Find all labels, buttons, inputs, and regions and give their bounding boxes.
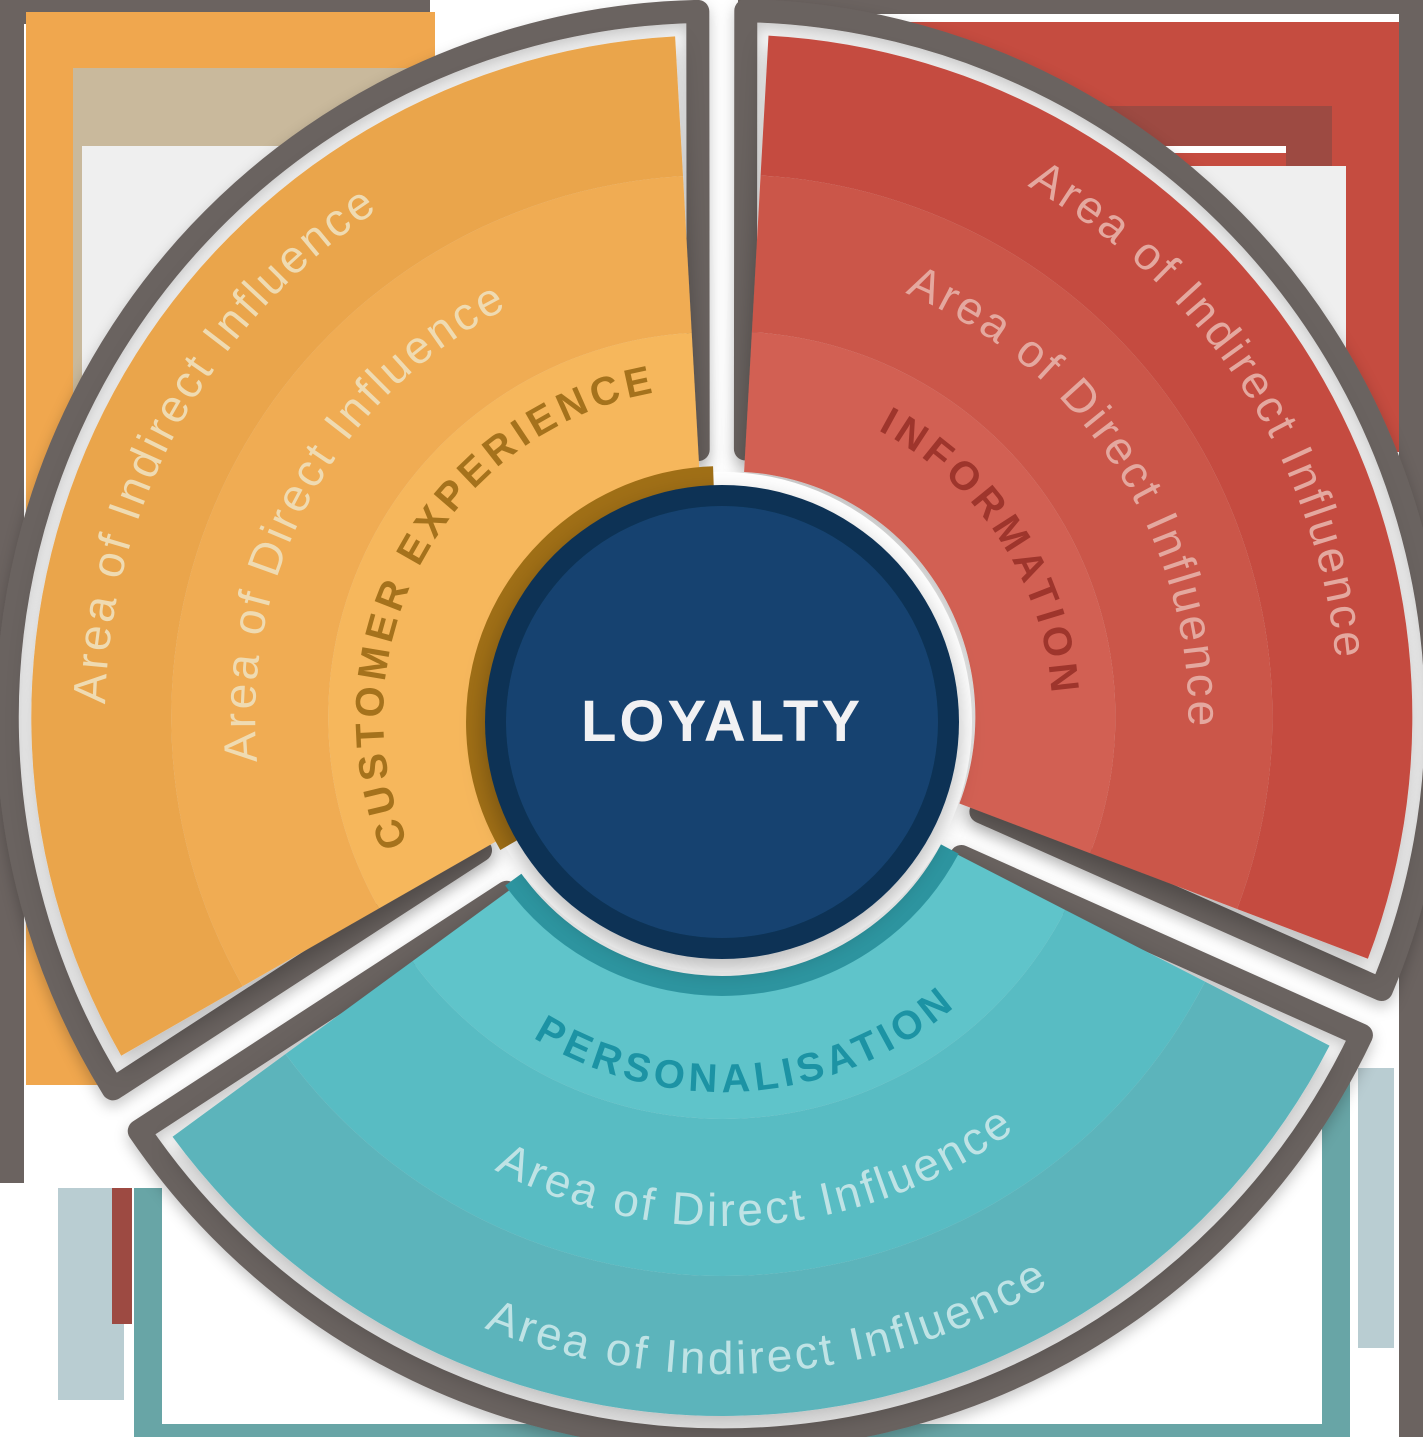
ring-middle-information — [751, 175, 1273, 910]
bg-teal-strip-left — [134, 1188, 162, 1437]
ring-outer-customer-experience — [31, 36, 684, 1056]
ring-outer-personalisation — [172, 981, 1330, 1417]
sector-customer-experience — [31, 36, 700, 1056]
ring-inner-customer-experience — [328, 332, 700, 909]
bg-maroon-strip-left — [112, 1188, 132, 1324]
information-border — [733, 0, 1423, 1002]
ring-middle-personalisation — [285, 909, 1206, 1276]
bg-gray-top-right-strip — [735, 0, 1423, 14]
personalisation-inner-arc — [505, 844, 959, 996]
sector-gap-lines — [60, 0, 1328, 1158]
gap-line-bottom-right — [916, 799, 1328, 1001]
personalisation-border — [127, 844, 1373, 1437]
sector-information — [744, 35, 1413, 959]
customer-experience-border — [0, 0, 710, 1101]
bg-white-line — [1086, 146, 1286, 153]
center-circle — [506, 506, 938, 938]
ring-middle-customer-experience — [171, 176, 692, 987]
customer-experience-inner-arc — [466, 466, 714, 850]
center-label: LOYALTY — [581, 689, 863, 754]
ring-inner-information — [744, 332, 1116, 854]
center-circle-group — [485, 485, 959, 959]
ring-outer-information — [760, 35, 1413, 959]
gap-line-bottom-left — [60, 831, 546, 1158]
bg-pale-strip-right — [1358, 1068, 1394, 1348]
